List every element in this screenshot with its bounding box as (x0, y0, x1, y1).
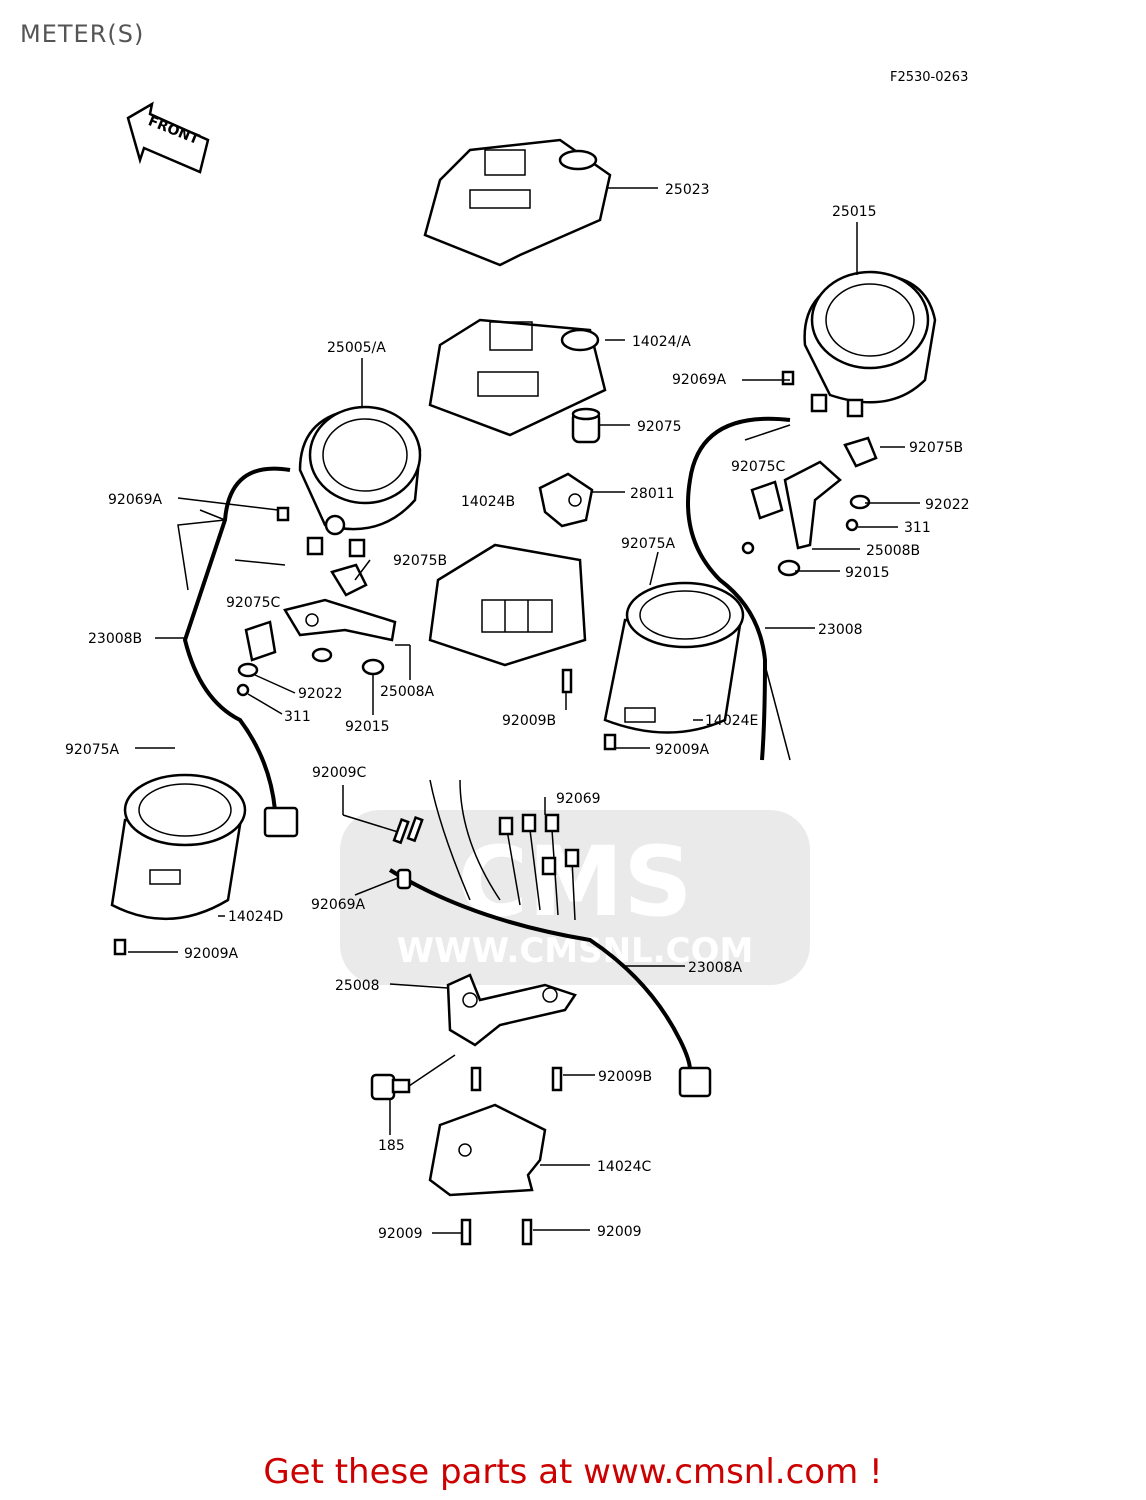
callout-311-right: 311 (904, 520, 931, 536)
bolt-part (370, 1073, 411, 1101)
grommet-part (571, 407, 601, 444)
callout-25015: 25015 (832, 204, 877, 220)
callout-92069: 92069 (556, 791, 601, 807)
socket-part (538, 472, 594, 528)
callout-23008a: 23008A (688, 960, 743, 976)
callout-92009a-left: 92009A (184, 946, 239, 962)
left-meter-cup-part (110, 773, 247, 920)
callout-92069a-right: 92069A (672, 372, 727, 388)
watermark-logo-text: CMS (457, 826, 692, 938)
callout-185: 185 (378, 1138, 405, 1154)
callout-14024-a: 14024/A (632, 334, 691, 350)
callout-92075b-right: 92075B (909, 440, 963, 456)
callout-92075c-right: 92075C (731, 459, 786, 475)
callout-92015-left: 92015 (345, 719, 390, 735)
callout-92009-right: 92009 (597, 1224, 642, 1240)
callout-92069a-center: 92069A (311, 897, 366, 913)
callout-28011: 28011 (630, 486, 675, 502)
callout-92075b-left: 92075B (393, 553, 447, 569)
callout-25008b: 25008B (866, 543, 920, 559)
callout-14024d: 14024D (228, 909, 283, 925)
watermark-logo: CMS WWW.CMSNL.COM (340, 810, 810, 985)
callout-25008a: 25008A (380, 684, 435, 700)
callout-92009c: 92009C (312, 765, 367, 781)
right-meter-part (803, 270, 937, 418)
right-meter-cup-part (603, 581, 745, 734)
callout-14024e: 14024E (705, 713, 758, 729)
callout-92075a-right: 92075A (621, 536, 676, 552)
callout-14024b: 14024B (461, 494, 515, 510)
callout-23008: 23008 (818, 622, 863, 638)
callout-14024c: 14024C (597, 1159, 652, 1175)
callout-92075a-left: 92075A (65, 742, 120, 758)
center-bracket-part (446, 973, 577, 1047)
callout-92022-left: 92022 (298, 686, 343, 702)
center-wiring-harness-part (388, 779, 712, 1098)
page-title: METER(S) (20, 20, 145, 48)
exploded-view-diagram: CMS WWW.CMSNL.COM FRONT (65, 101, 970, 1246)
bottom-cover-part (428, 1103, 547, 1197)
right-wiring-harness-part (686, 416, 791, 761)
meter-housing-part (428, 318, 607, 437)
callout-92069a-left: 92069A (108, 492, 163, 508)
callout-labels: 25023 25015 25005/A 14024/A 92069A 92075… (65, 182, 970, 1242)
left-wiring-harness-part (177, 466, 299, 838)
callout-23008b: 23008B (88, 631, 142, 647)
right-bracket-part (741, 436, 878, 577)
instrument-case-part (428, 543, 587, 667)
callout-25023: 25023 (665, 182, 710, 198)
callout-92075c-left: 92075C (226, 595, 281, 611)
top-cover-part (423, 138, 612, 267)
callout-25008: 25008 (335, 978, 380, 994)
callout-92015-right: 92015 (845, 565, 890, 581)
screw-icons (113, 370, 795, 1246)
callout-92009a-right: 92009A (655, 742, 710, 758)
callout-25005-a: 25005/A (327, 340, 386, 356)
callout-92009b-upper: 92009B (502, 713, 556, 729)
front-arrow-icon: FRONT (126, 101, 210, 174)
promo-link[interactable]: Get these parts at www.cmsnl.com ! (263, 1452, 883, 1492)
left-meter-part (298, 405, 422, 558)
callout-92009b-lower: 92009B (598, 1069, 652, 1085)
leader-lines (128, 187, 920, 1234)
callout-92009-left: 92009 (378, 1226, 423, 1242)
callout-311-left: 311 (284, 709, 311, 725)
diagram-code: F2530-0263 (890, 70, 969, 85)
callout-92022-right: 92022 (925, 497, 970, 513)
left-bracket-part (236, 563, 397, 697)
callout-92075: 92075 (637, 419, 682, 435)
